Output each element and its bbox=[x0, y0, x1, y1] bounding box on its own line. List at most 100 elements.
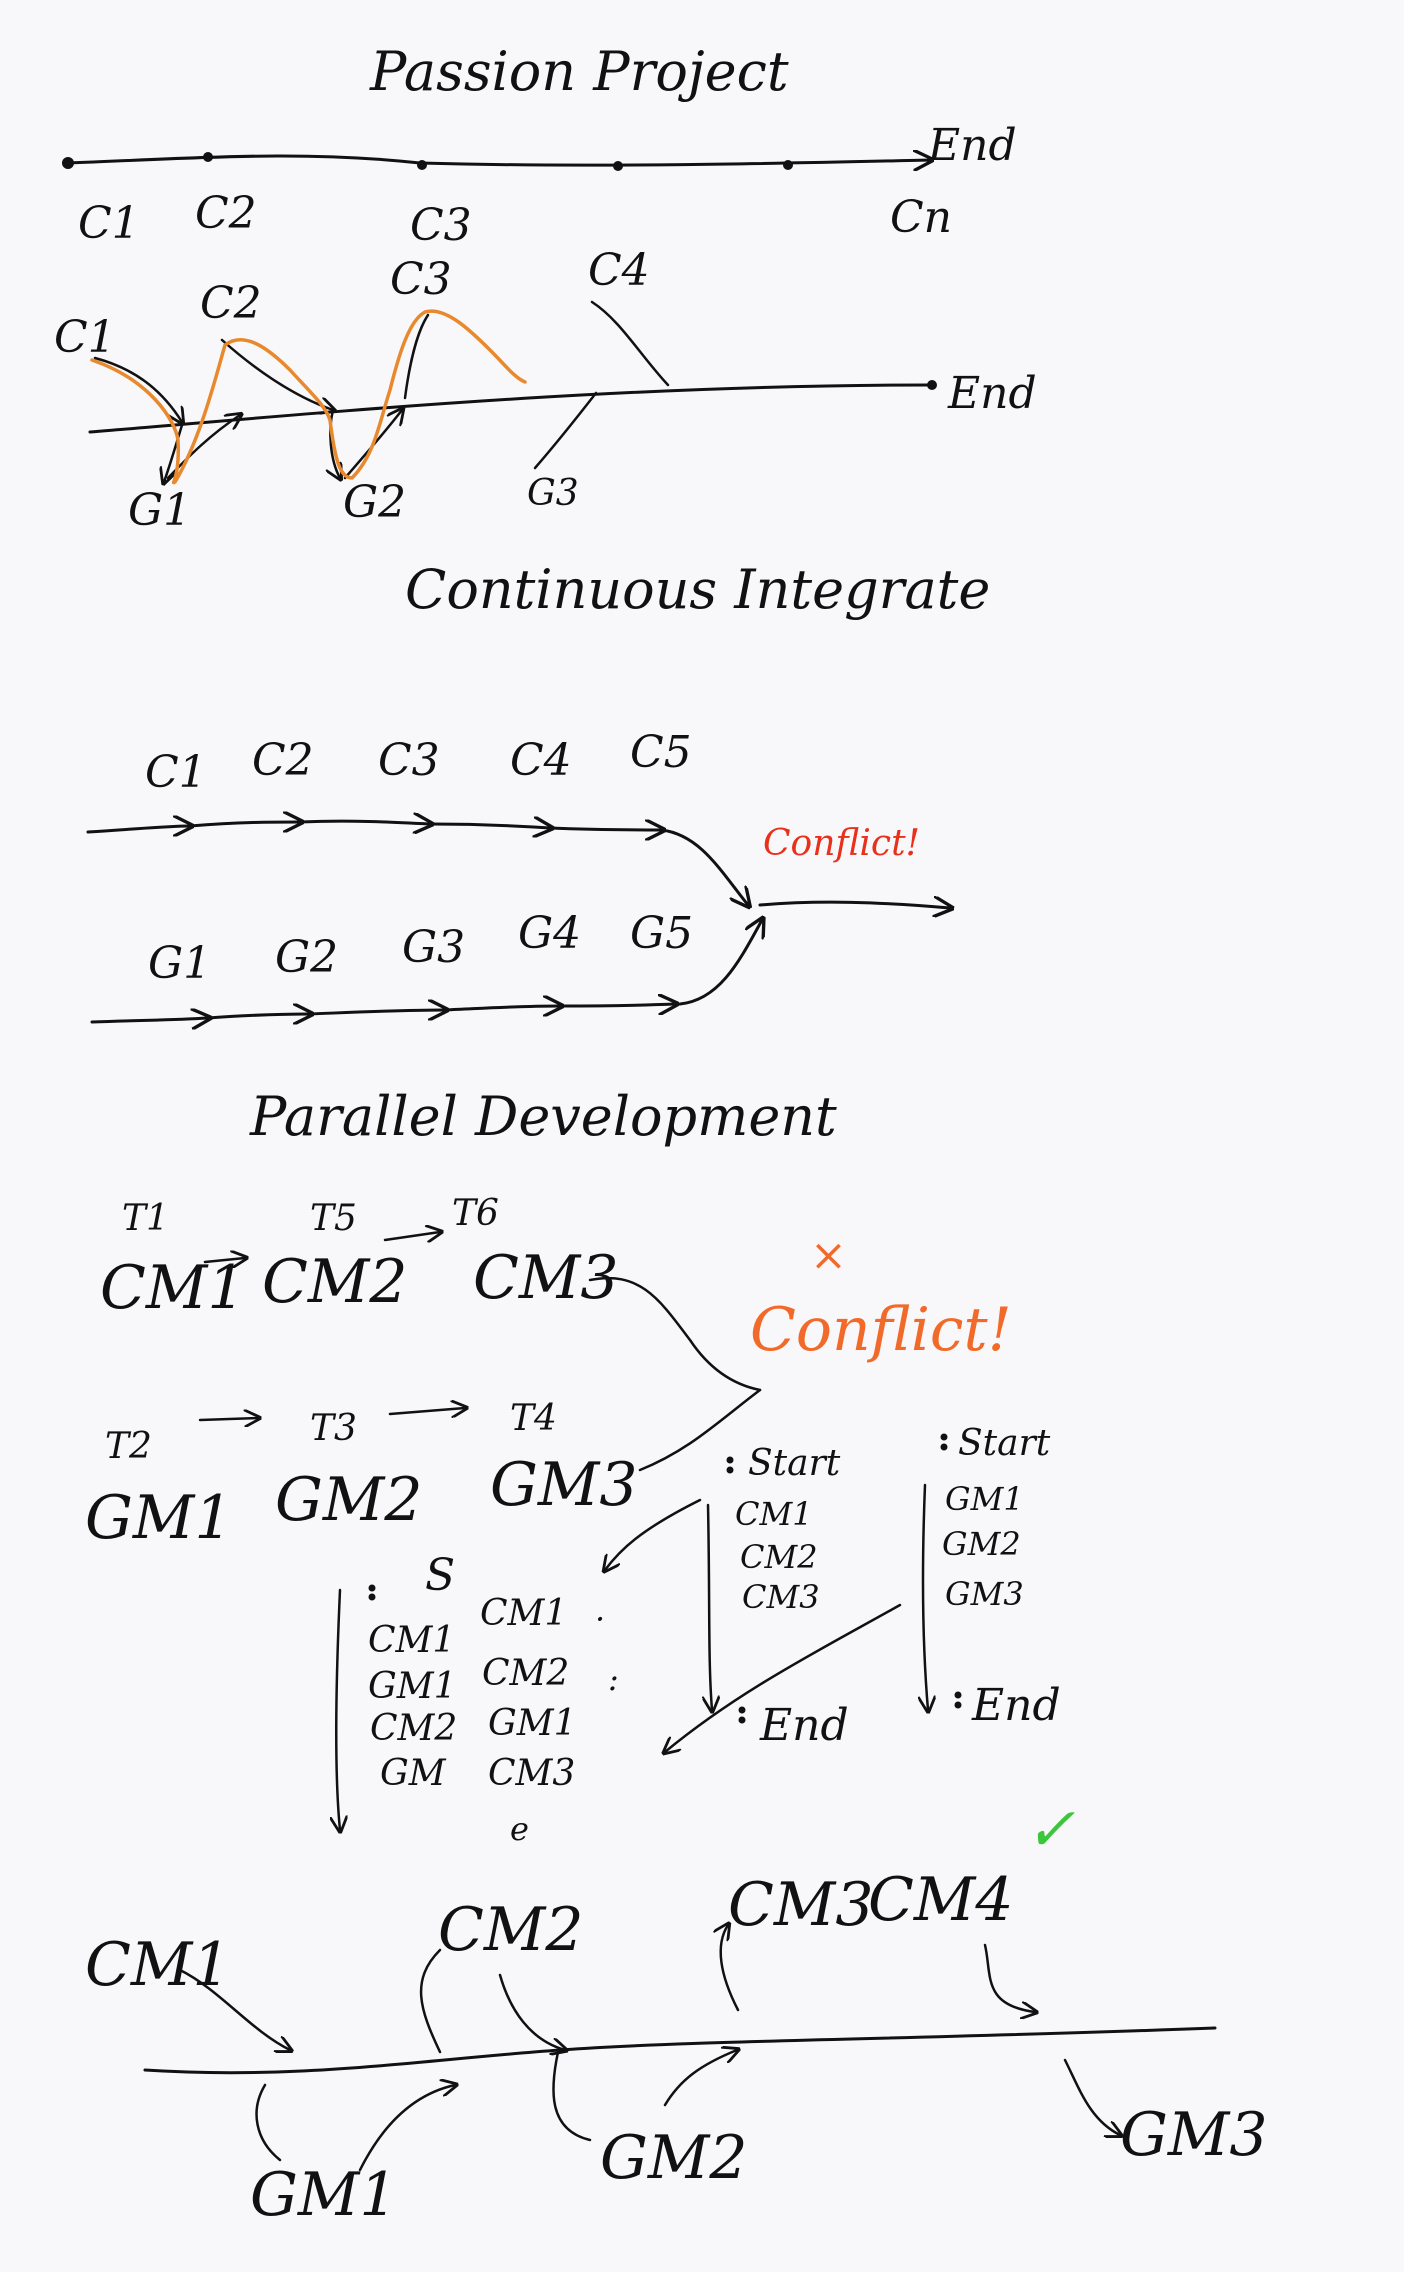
merge-arrow bbox=[358, 2085, 455, 2172]
t-label: T2 bbox=[105, 1426, 152, 1467]
branch-arrow bbox=[533, 391, 598, 470]
g-label: G2 bbox=[343, 477, 406, 528]
branch-arrow bbox=[93, 356, 182, 422]
sequence-down-arrow bbox=[336, 1588, 340, 1830]
gm-label: GM3 bbox=[1120, 2100, 1268, 2170]
t-label: T5 bbox=[310, 1198, 357, 1239]
commit-label: C2 bbox=[195, 188, 257, 239]
gm-label: GM1 bbox=[250, 2160, 398, 2230]
branch-start-label: Start bbox=[958, 1423, 1051, 1464]
branch-arrow bbox=[1063, 2058, 1120, 2135]
merge-item: GM1 bbox=[488, 1703, 577, 1744]
g-label: G2 bbox=[275, 932, 338, 983]
c-label: C3 bbox=[390, 254, 452, 305]
merge-arrow bbox=[983, 1943, 1035, 2012]
commit-dot bbox=[783, 160, 793, 170]
merge-item: GM1 bbox=[368, 1666, 457, 1707]
gm-label: GM2 bbox=[600, 2123, 748, 2193]
merge-item: CM2 bbox=[370, 1708, 457, 1749]
branch-arrow bbox=[308, 1010, 445, 1014]
end-dot bbox=[927, 380, 937, 390]
merge-item: CM1 bbox=[368, 1620, 455, 1661]
branch-arrow bbox=[255, 2083, 282, 2162]
branch-arrow bbox=[721, 1925, 740, 2012]
g-label: G4 bbox=[518, 908, 581, 959]
c-label: C3 bbox=[378, 735, 440, 786]
bullet-dot bbox=[940, 1443, 948, 1451]
branch-arrow bbox=[86, 826, 190, 832]
conflict-label: Conflict! bbox=[750, 1295, 1012, 1365]
merge-arrow bbox=[663, 2050, 737, 2107]
t-label: T4 bbox=[510, 1398, 557, 1439]
branch-arrow bbox=[443, 1006, 560, 1010]
branch-arrow bbox=[419, 1948, 442, 2054]
commit-label: Cn bbox=[890, 192, 952, 243]
merge-arrow bbox=[660, 828, 748, 905]
branch-arrow bbox=[590, 300, 670, 387]
g-label: G1 bbox=[128, 485, 191, 536]
branch-arrow bbox=[164, 423, 184, 482]
merge-item: CM1 bbox=[480, 1593, 567, 1634]
conflict-label: Conflict! bbox=[763, 823, 920, 864]
cm-label: CM2 bbox=[262, 1247, 408, 1317]
commit-dot bbox=[417, 160, 427, 170]
branch-start-label: Start bbox=[748, 1443, 841, 1484]
conflict-bracket bbox=[588, 1276, 762, 1392]
cm-label: CM1 bbox=[100, 1253, 246, 1323]
merge-start-label: S bbox=[425, 1550, 455, 1601]
commit-label: C1 bbox=[78, 198, 140, 249]
branch-arrow bbox=[548, 828, 662, 830]
bullet-dot bbox=[368, 1593, 376, 1601]
c-label: C1 bbox=[145, 747, 207, 798]
passion-project-title: Passion Project bbox=[369, 40, 789, 103]
merge-arrow bbox=[178, 1968, 290, 2050]
parallel-development-caption: Parallel Development bbox=[249, 1085, 837, 1148]
c-label: C4 bbox=[510, 735, 572, 786]
section-parallel-development: C1 C2 C3 C4 C5 G1 G2 G3 G4 G5 Conflict! … bbox=[86, 727, 950, 1148]
branch-arrow bbox=[90, 1018, 208, 1022]
bullet-dot bbox=[726, 1466, 734, 1474]
gm-label: GM2 bbox=[275, 1465, 423, 1535]
bullet-dot bbox=[738, 1716, 746, 1724]
branch-item: CM1 bbox=[735, 1495, 813, 1533]
t-label: T6 bbox=[452, 1193, 499, 1234]
branch-arrow bbox=[428, 824, 550, 828]
branch-item: CM2 bbox=[740, 1538, 818, 1576]
integration-path bbox=[90, 309, 527, 485]
check-mark: ✓ bbox=[1025, 1795, 1075, 1865]
bullet-dot bbox=[726, 1456, 734, 1464]
commit-dot bbox=[613, 161, 623, 171]
bullet-dot bbox=[954, 1691, 962, 1699]
c-label: C2 bbox=[252, 735, 314, 786]
c-label: C4 bbox=[588, 245, 650, 296]
branch-down-arrow bbox=[708, 1503, 712, 1710]
bullet-dot bbox=[368, 1584, 376, 1592]
branch-item: CM3 bbox=[742, 1578, 820, 1616]
sequence-arrow bbox=[383, 1232, 440, 1240]
branch-item: GM2 bbox=[942, 1525, 1021, 1563]
branch-arrow bbox=[330, 408, 340, 478]
continuous-integrate-caption: Continuous Integrate bbox=[405, 558, 990, 621]
merge-end-label: e bbox=[510, 1810, 529, 1848]
merge-arrow bbox=[665, 1603, 902, 1752]
merge-item: GM bbox=[380, 1753, 447, 1794]
sequence-arrow bbox=[388, 1408, 465, 1414]
branch-end-label: End bbox=[971, 1680, 1061, 1731]
end-label: End bbox=[947, 368, 1037, 419]
branch-item: GM1 bbox=[945, 1480, 1024, 1518]
section-continuous-integrate: End C1 C2 C3 C4 G1 G2 G3 Continuous Inte… bbox=[54, 245, 1037, 621]
g-label: G3 bbox=[527, 473, 579, 514]
cm-label: CM1 bbox=[85, 1930, 231, 2000]
output-arrow bbox=[758, 902, 950, 908]
main-timeline bbox=[66, 156, 930, 165]
branch-arrow bbox=[403, 313, 430, 400]
cm-label: CM3 bbox=[728, 1870, 874, 1940]
cm-label: CM2 bbox=[438, 1895, 584, 1965]
merge-item: CM2 bbox=[482, 1653, 569, 1694]
c-label: C2 bbox=[200, 278, 262, 329]
bullet-dot bbox=[738, 1706, 746, 1714]
conflict-x-mark: × bbox=[810, 1230, 847, 1281]
branch-arrow bbox=[220, 338, 333, 410]
